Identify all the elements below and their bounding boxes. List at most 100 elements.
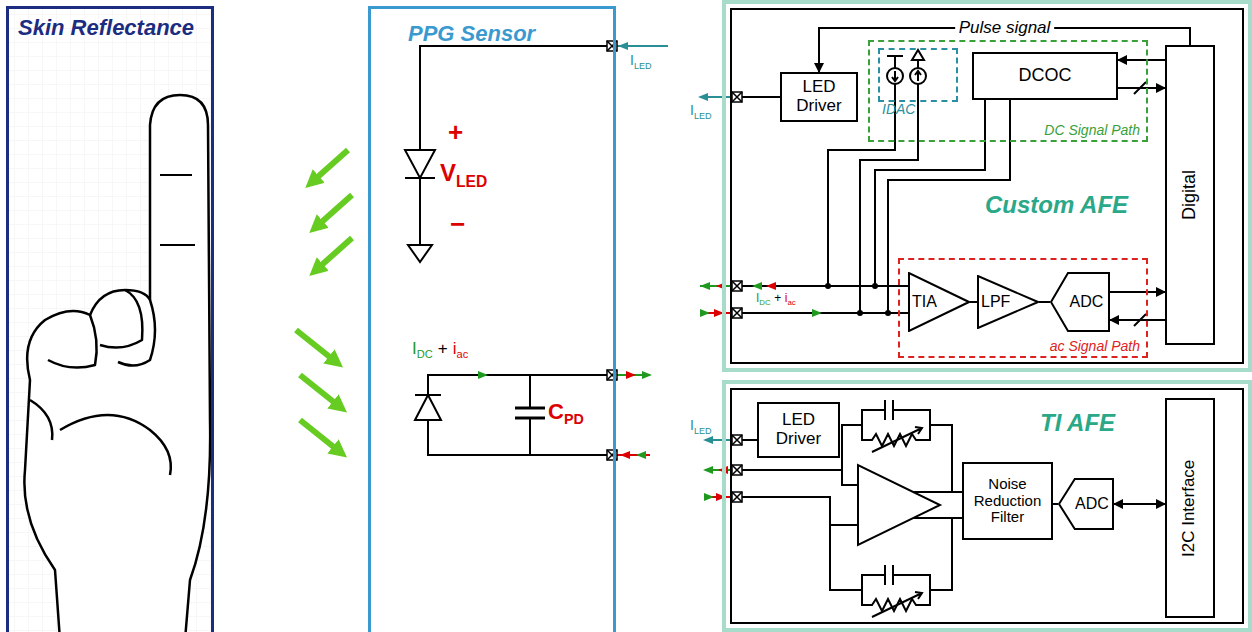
signal-name: ILED <box>630 53 652 71</box>
polygon-part <box>700 282 710 290</box>
path-part <box>887 56 903 68</box>
rect-part <box>732 92 742 102</box>
label-text: I <box>690 102 694 118</box>
signal-connector <box>970 301 977 303</box>
connectors <box>819 28 1190 504</box>
group-heading: Skin Reflectance <box>18 16 194 40</box>
path-part <box>732 435 742 445</box>
ti-afe-pin-arrows <box>703 436 732 501</box>
path-part <box>872 592 922 617</box>
label-text: i <box>785 291 788 305</box>
path-part <box>419 178 421 245</box>
path-part <box>913 491 962 493</box>
path-part <box>529 375 531 408</box>
path-part <box>913 517 962 519</box>
path-part <box>24 95 210 632</box>
signal-connector <box>1114 503 1165 505</box>
box-label: Noise Reduction Filter <box>964 476 1051 526</box>
amplifier-triangle: TIA <box>908 272 970 332</box>
polygon-part <box>626 371 636 379</box>
circle-part <box>887 68 903 84</box>
process-box: I2C Interface <box>1165 398 1215 618</box>
signal-name: IDC+iac <box>756 292 796 308</box>
signal-name: CPD <box>548 400 584 428</box>
path-part <box>732 281 742 291</box>
rect-part <box>732 281 742 291</box>
polygon-part <box>912 50 924 60</box>
line-part <box>296 330 336 362</box>
group-heading: Custom AFE <box>985 192 1128 218</box>
path-part <box>742 96 780 98</box>
subscript-label: LED <box>694 426 712 436</box>
label-text: i <box>453 339 457 358</box>
group-heading: DC Signal Path <box>1044 123 1140 138</box>
signal-connector <box>1118 87 1165 89</box>
line-part <box>316 195 352 227</box>
circle-part <box>872 283 878 289</box>
path-part <box>732 92 742 102</box>
label-text: C <box>548 399 564 424</box>
box-label: LED Driver <box>782 78 856 115</box>
path-part <box>872 427 922 452</box>
path-part <box>892 71 898 81</box>
group-heading: TI AFE <box>1040 410 1115 436</box>
path-part <box>30 400 52 440</box>
label-text: I <box>412 339 417 358</box>
polygon-part <box>620 451 630 459</box>
connector-label: Pulse signal <box>955 18 1055 38</box>
subscript-label: ac <box>457 348 469 360</box>
path-part <box>830 518 952 590</box>
circle-part <box>885 310 891 316</box>
rect-part <box>732 435 742 445</box>
polygon-part <box>618 42 628 50</box>
path-part <box>529 418 531 455</box>
custom-afe-dots <box>825 283 891 316</box>
label-text: I <box>756 291 759 305</box>
subscript-label: ac <box>787 298 795 307</box>
process-box: DCOC <box>972 52 1118 100</box>
polygon-part <box>752 282 762 290</box>
box-label: LED Driver <box>759 411 838 448</box>
path-part <box>732 308 742 318</box>
photodiode-circuit <box>415 375 612 455</box>
group-heading: PPG Sensor <box>408 22 535 46</box>
path-part <box>842 425 952 492</box>
path-part <box>732 465 742 475</box>
path-part <box>742 470 858 485</box>
g-part <box>732 92 742 102</box>
polygon-part <box>812 309 822 317</box>
circle-part <box>910 68 926 84</box>
signal-name: ILED <box>690 418 712 436</box>
path-part <box>60 415 171 475</box>
signal-connector <box>1053 503 1058 505</box>
path-part <box>742 439 757 441</box>
path-part <box>428 420 612 455</box>
polygon-part <box>408 245 432 262</box>
subscript-label: LED <box>456 173 487 190</box>
line-part <box>515 407 545 410</box>
led-circuit <box>405 46 612 262</box>
line-part <box>312 150 348 182</box>
path-part <box>732 492 742 502</box>
chip-panel: TI AFELED DriverNoise Reduction FilterAD… <box>722 380 1252 632</box>
sensor-panel: PPG Sensor <box>368 6 616 632</box>
g-part <box>732 492 742 502</box>
g-part <box>732 435 742 445</box>
g-part <box>732 281 742 291</box>
path-part <box>428 375 612 395</box>
box-label: ADC <box>1070 293 1104 311</box>
subscript-label: LED <box>634 61 652 71</box>
chip-panel: Custom AFELED DriverDC Signal PathIDACDC… <box>722 0 1252 372</box>
signal-connector <box>1110 291 1165 293</box>
subscript-label: LED <box>694 111 712 121</box>
subscript-label: PD <box>564 411 584 427</box>
box-label: DCOC <box>1019 66 1072 86</box>
polygon-part <box>636 451 646 459</box>
box-label: Digital <box>1180 170 1200 220</box>
label-text: + <box>448 117 463 147</box>
custom-afe-pin-arrows <box>698 93 822 317</box>
polygon-part <box>698 93 708 101</box>
group-heading: ac Signal Path <box>1050 339 1140 354</box>
skin-texture <box>9 9 211 632</box>
box-label: TIA <box>912 293 937 311</box>
